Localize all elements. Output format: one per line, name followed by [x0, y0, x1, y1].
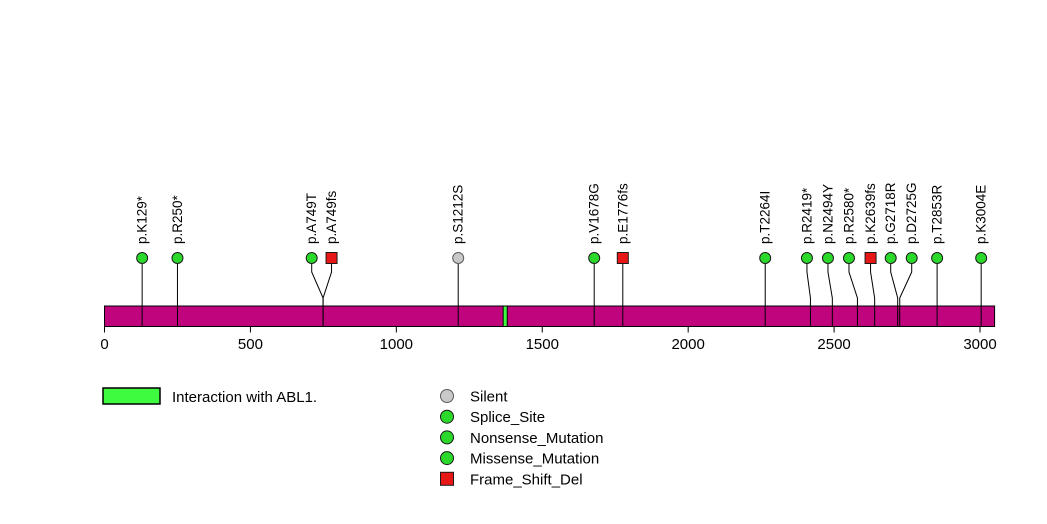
legend-marker-circle	[440, 389, 454, 403]
mutation-marker-circle	[975, 252, 988, 264]
mutation-marker-circle	[800, 252, 813, 264]
legend-class-label: Frame_Shift_Del	[470, 471, 583, 488]
mutation-stem	[806, 264, 811, 327]
mutation-label: p.S1212S	[451, 185, 466, 244]
mutation-label: p.T2264I	[758, 191, 773, 244]
mutation-marker-circle	[821, 252, 834, 264]
legend-class-label: Missense_Mutation	[470, 451, 599, 468]
mutation-stem	[827, 264, 833, 327]
legend-domain-label: Interaction with ABL1.	[172, 389, 317, 406]
mutation-marker-circle	[759, 252, 772, 264]
mutation-label: p.A749fs	[324, 190, 339, 244]
protein-bar	[104, 305, 996, 327]
mutation-label: p.D2725G	[904, 182, 919, 244]
legend-marker-circle	[440, 409, 454, 424]
mutation-label: p.N2494Y	[820, 184, 835, 244]
mutation-label: p.K2639fs	[863, 183, 878, 244]
axis-tick-label: 2000	[671, 336, 704, 353]
axis-tick-label: 1500	[526, 336, 559, 353]
legend-marker-circle	[440, 430, 454, 445]
legend-marker-square	[440, 471, 454, 486]
axis-tick-label: 2500	[817, 336, 850, 353]
mutation-label: p.V1678G	[587, 183, 602, 244]
mutation-marker-circle	[171, 252, 184, 264]
legend-class-label: Splice_Site	[470, 409, 545, 426]
mutation-marker-circle	[905, 252, 918, 264]
mutation-label: p.R250*	[170, 194, 185, 244]
mutation-stem	[322, 264, 333, 327]
mutation-label: p.G2718R	[883, 182, 898, 244]
axis-tick-label: 500	[238, 336, 263, 353]
legend-class-label: Nonsense_Mutation	[470, 430, 603, 447]
mutation-label: p.K129*	[135, 195, 150, 244]
mutation-stem	[870, 264, 876, 327]
axis-tick-label: 1000	[380, 336, 413, 353]
mutation-marker-square	[616, 252, 629, 264]
mutation-stem	[890, 264, 899, 327]
legend-marker-circle	[440, 451, 454, 466]
mutation-stem	[848, 264, 858, 327]
mutation-label: p.R2580*	[841, 187, 856, 244]
mutation-label: p.A749T	[304, 193, 319, 244]
mutation-marker-square	[325, 252, 338, 264]
legend-domain-swatch	[102, 387, 161, 405]
axis-tick-label: 0	[100, 336, 108, 353]
legend-class-label: Silent	[470, 389, 508, 406]
mutation-marker-circle	[884, 252, 897, 264]
mutation-marker-circle	[931, 252, 944, 264]
domain-band	[502, 305, 508, 327]
mutation-stem	[899, 264, 913, 327]
mutation-marker-circle	[588, 252, 601, 264]
mutation-marker-square	[864, 252, 877, 264]
mutation-marker-circle	[452, 252, 465, 264]
mutation-label: p.K3004E	[974, 185, 989, 244]
mutation-marker-circle	[305, 252, 318, 264]
mutation-label: p.T2853R	[930, 184, 945, 244]
mutation-marker-circle	[842, 252, 855, 264]
mutation-label: p.R2419*	[799, 187, 814, 244]
axis-tick-label: 3000	[963, 336, 996, 353]
mutation-label: p.E1776fs	[615, 183, 630, 244]
mutation-marker-circle	[136, 252, 149, 264]
